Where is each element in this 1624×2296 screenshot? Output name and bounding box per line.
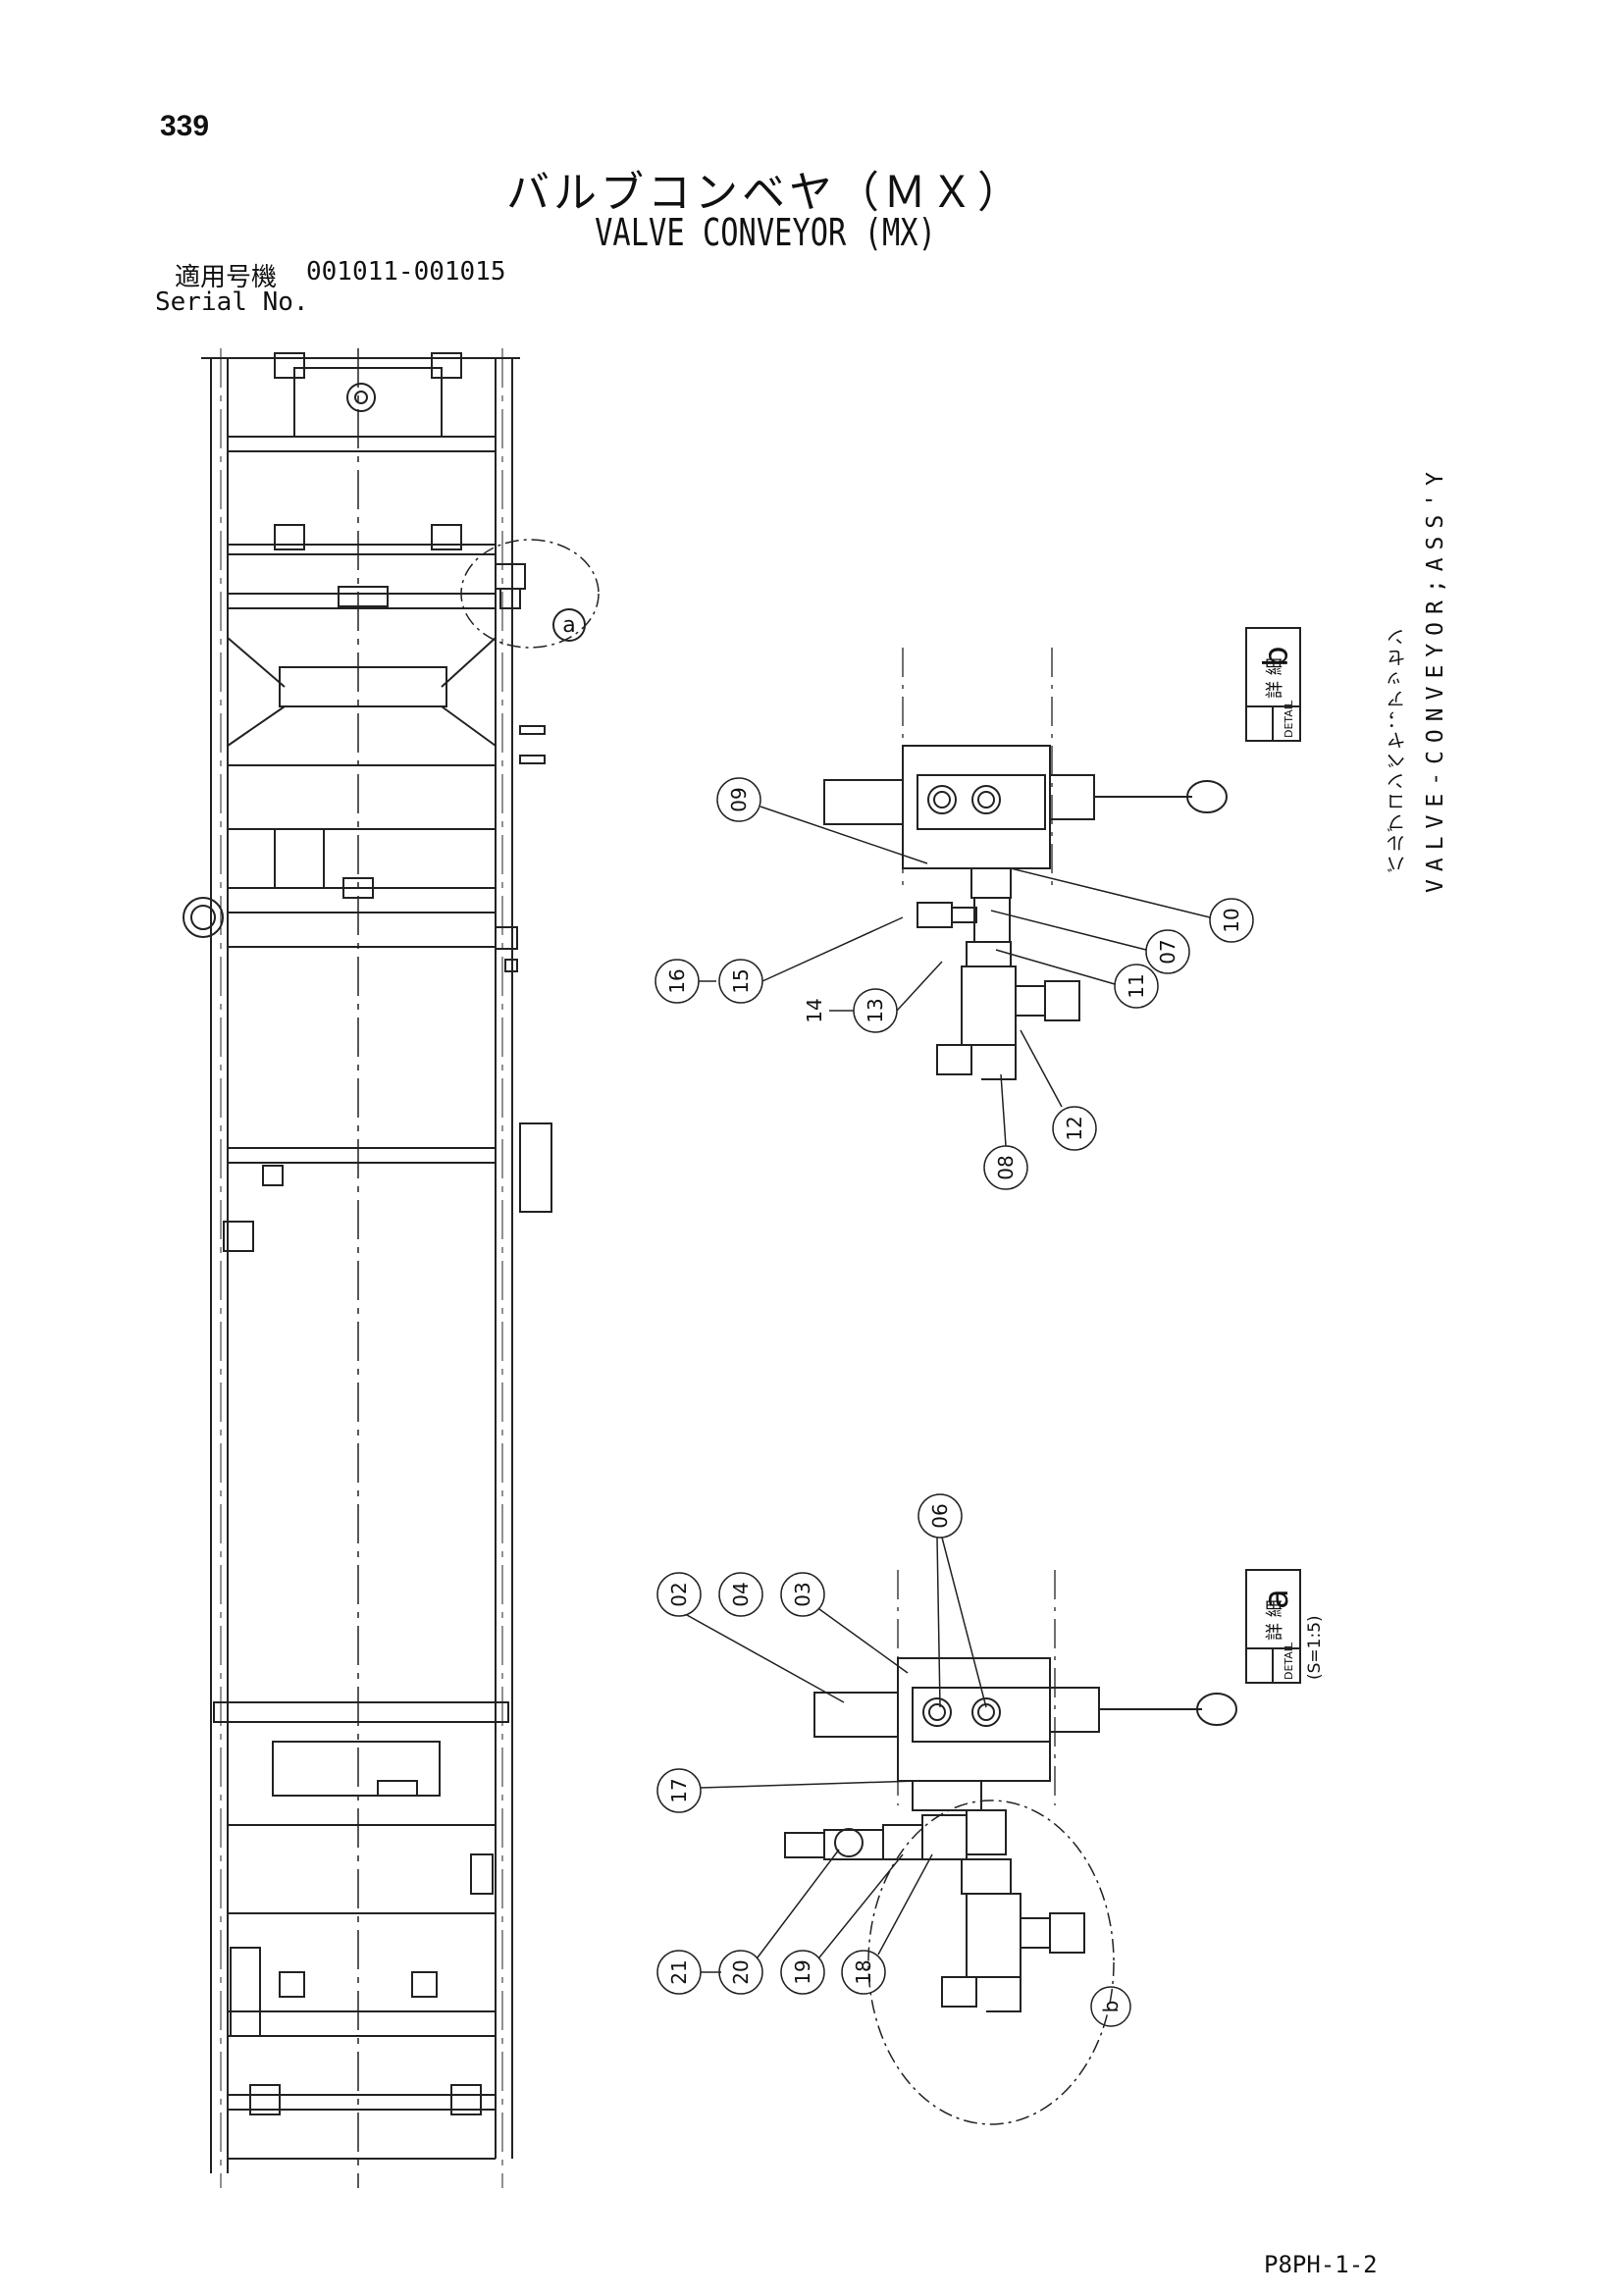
detail-b-drawing xyxy=(823,648,1228,1080)
callout-18: 18 xyxy=(852,1959,875,1984)
callout-07: 07 xyxy=(1156,939,1179,964)
callout-04: 04 xyxy=(729,1582,753,1606)
detail-b-letter: b xyxy=(1257,646,1296,667)
title-english: VALVE CONVEYOR (MX) xyxy=(595,211,936,254)
detail-a-letter: a xyxy=(1257,1589,1296,1609)
callout-09: 09 xyxy=(727,787,751,811)
overview-detail-a-marker xyxy=(460,539,600,649)
serial-label-english: Serial No. xyxy=(155,287,309,317)
callout-17: 17 xyxy=(667,1778,691,1802)
detail-b-detail-word: DETAIL xyxy=(1283,700,1295,738)
callout-06: 06 xyxy=(928,1503,952,1528)
callout-12: 12 xyxy=(1063,1116,1086,1140)
callout-21: 21 xyxy=(667,1959,691,1984)
callout-11: 11 xyxy=(1125,973,1148,998)
conveyor-frame-overview xyxy=(183,348,552,2188)
serial-range: 001011-001015 xyxy=(306,257,506,287)
title-japanese: バルブコンベヤ（ＭＸ） xyxy=(506,168,1024,218)
callout-20: 20 xyxy=(729,1959,753,1984)
detail-a-kanji: 詳 細 xyxy=(1265,1599,1285,1641)
serial-label-japanese: 適用号機 xyxy=(175,263,278,292)
callout-16: 16 xyxy=(665,968,689,993)
page-number: 339 xyxy=(160,110,210,142)
detail-a-callout-labels: 02 04 03 06 17 21 20 19 18 b xyxy=(667,1503,1123,2012)
callout-03: 03 xyxy=(791,1582,814,1606)
drawing-code: P8PH-1-2 xyxy=(1264,2251,1378,2278)
overview-callout-a: a xyxy=(562,613,575,638)
detail-b-callout-labels: 09 10 07 11 16 15 14 13 12 08 xyxy=(665,787,1243,1179)
callout-10: 10 xyxy=(1220,908,1243,932)
detail-a-scale: (S=1:5) xyxy=(1305,1615,1325,1680)
callout-02: 02 xyxy=(667,1582,691,1606)
callout-08: 08 xyxy=(994,1155,1018,1179)
callout-13: 13 xyxy=(864,998,887,1022)
detail-a-title-box xyxy=(1245,1569,1301,1684)
detail-a-callouts xyxy=(656,1493,1131,2027)
callout-15: 15 xyxy=(729,968,753,993)
callout-14: 14 xyxy=(803,998,826,1022)
detail-b-kanji: 詳 細 xyxy=(1265,657,1285,699)
detail-b-title-box xyxy=(1245,627,1301,742)
detail-a-drawing xyxy=(784,1570,1237,2125)
detail-a-detail-word: DETAIL xyxy=(1283,1642,1295,1680)
sub-detail-b-marker: b xyxy=(1099,2001,1123,2013)
detail-b-callouts xyxy=(655,777,1254,1190)
callout-19: 19 xyxy=(791,1959,814,1984)
